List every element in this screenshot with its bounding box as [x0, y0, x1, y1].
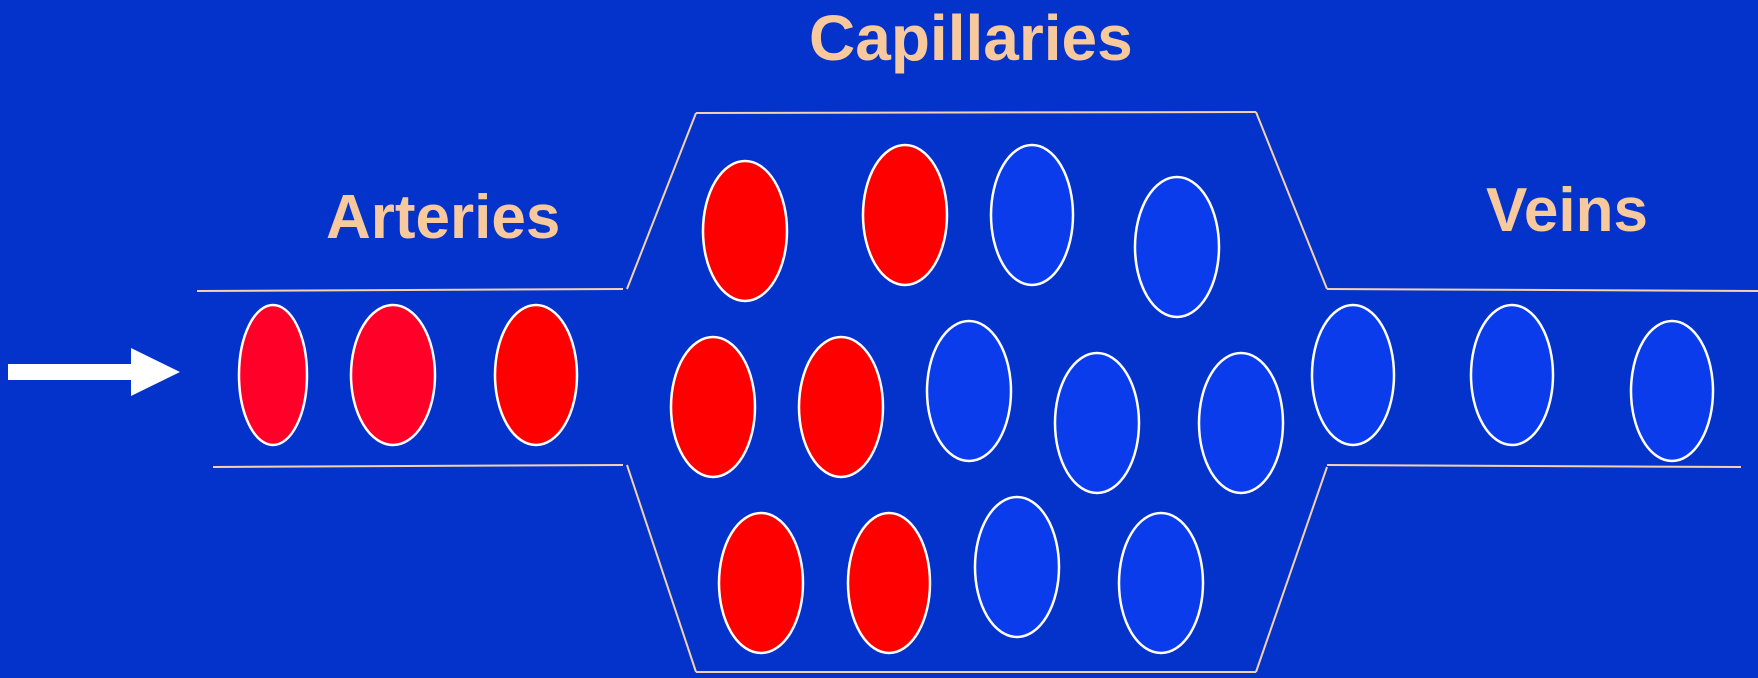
- oxygenated-red-cell: [349, 303, 437, 447]
- deoxygenated-blue-cell: [925, 319, 1013, 463]
- capillary-wall-lower-left: [626, 464, 697, 673]
- oxygenated-red-cell: [669, 335, 757, 479]
- capillary-cells: [669, 143, 1285, 655]
- artery-cells: [237, 303, 579, 447]
- oxygenated-red-cell: [717, 511, 805, 655]
- capillary-wall-lower-right: [1255, 466, 1328, 673]
- oxygenated-red-cell: [237, 303, 309, 447]
- deoxygenated-blue-cell: [1197, 351, 1285, 495]
- arteries-label: Arteries: [326, 183, 561, 252]
- deoxygenated-blue-cell: [1053, 351, 1141, 495]
- vessel-walls: [196, 111, 1758, 673]
- deoxygenated-blue-cell: [973, 495, 1061, 639]
- oxygenated-red-cell: [797, 335, 885, 479]
- oxygenated-red-cell: [861, 143, 949, 287]
- capillary-wall-top: [695, 111, 1257, 114]
- veins-label: Veins: [1486, 176, 1648, 245]
- arrow-shaft: [8, 364, 134, 380]
- deoxygenated-blue-cell: [1133, 175, 1221, 319]
- artery-wall-bottom: [212, 464, 624, 468]
- vein-wall-top: [1326, 288, 1758, 292]
- deoxygenated-blue-cell: [1469, 303, 1555, 447]
- oxygenated-red-cell: [493, 303, 579, 447]
- capillary-wall-upper-left: [626, 112, 697, 290]
- artery-wall-top: [196, 288, 624, 292]
- oxygenated-red-cell: [846, 511, 932, 655]
- capillaries-label: Capillaries: [809, 2, 1133, 74]
- deoxygenated-blue-cell: [989, 143, 1075, 287]
- right-arrow-icon: [8, 348, 180, 396]
- arrow-head: [131, 348, 180, 396]
- vein-cells: [1310, 303, 1715, 463]
- deoxygenated-blue-cell: [1117, 511, 1205, 655]
- deoxygenated-blue-cell: [1310, 303, 1396, 447]
- deoxygenated-blue-cell: [1629, 319, 1715, 463]
- oxygenated-red-cell: [701, 159, 789, 303]
- vein-wall-bottom: [1326, 464, 1742, 468]
- capillary-wall-upper-right: [1255, 111, 1328, 290]
